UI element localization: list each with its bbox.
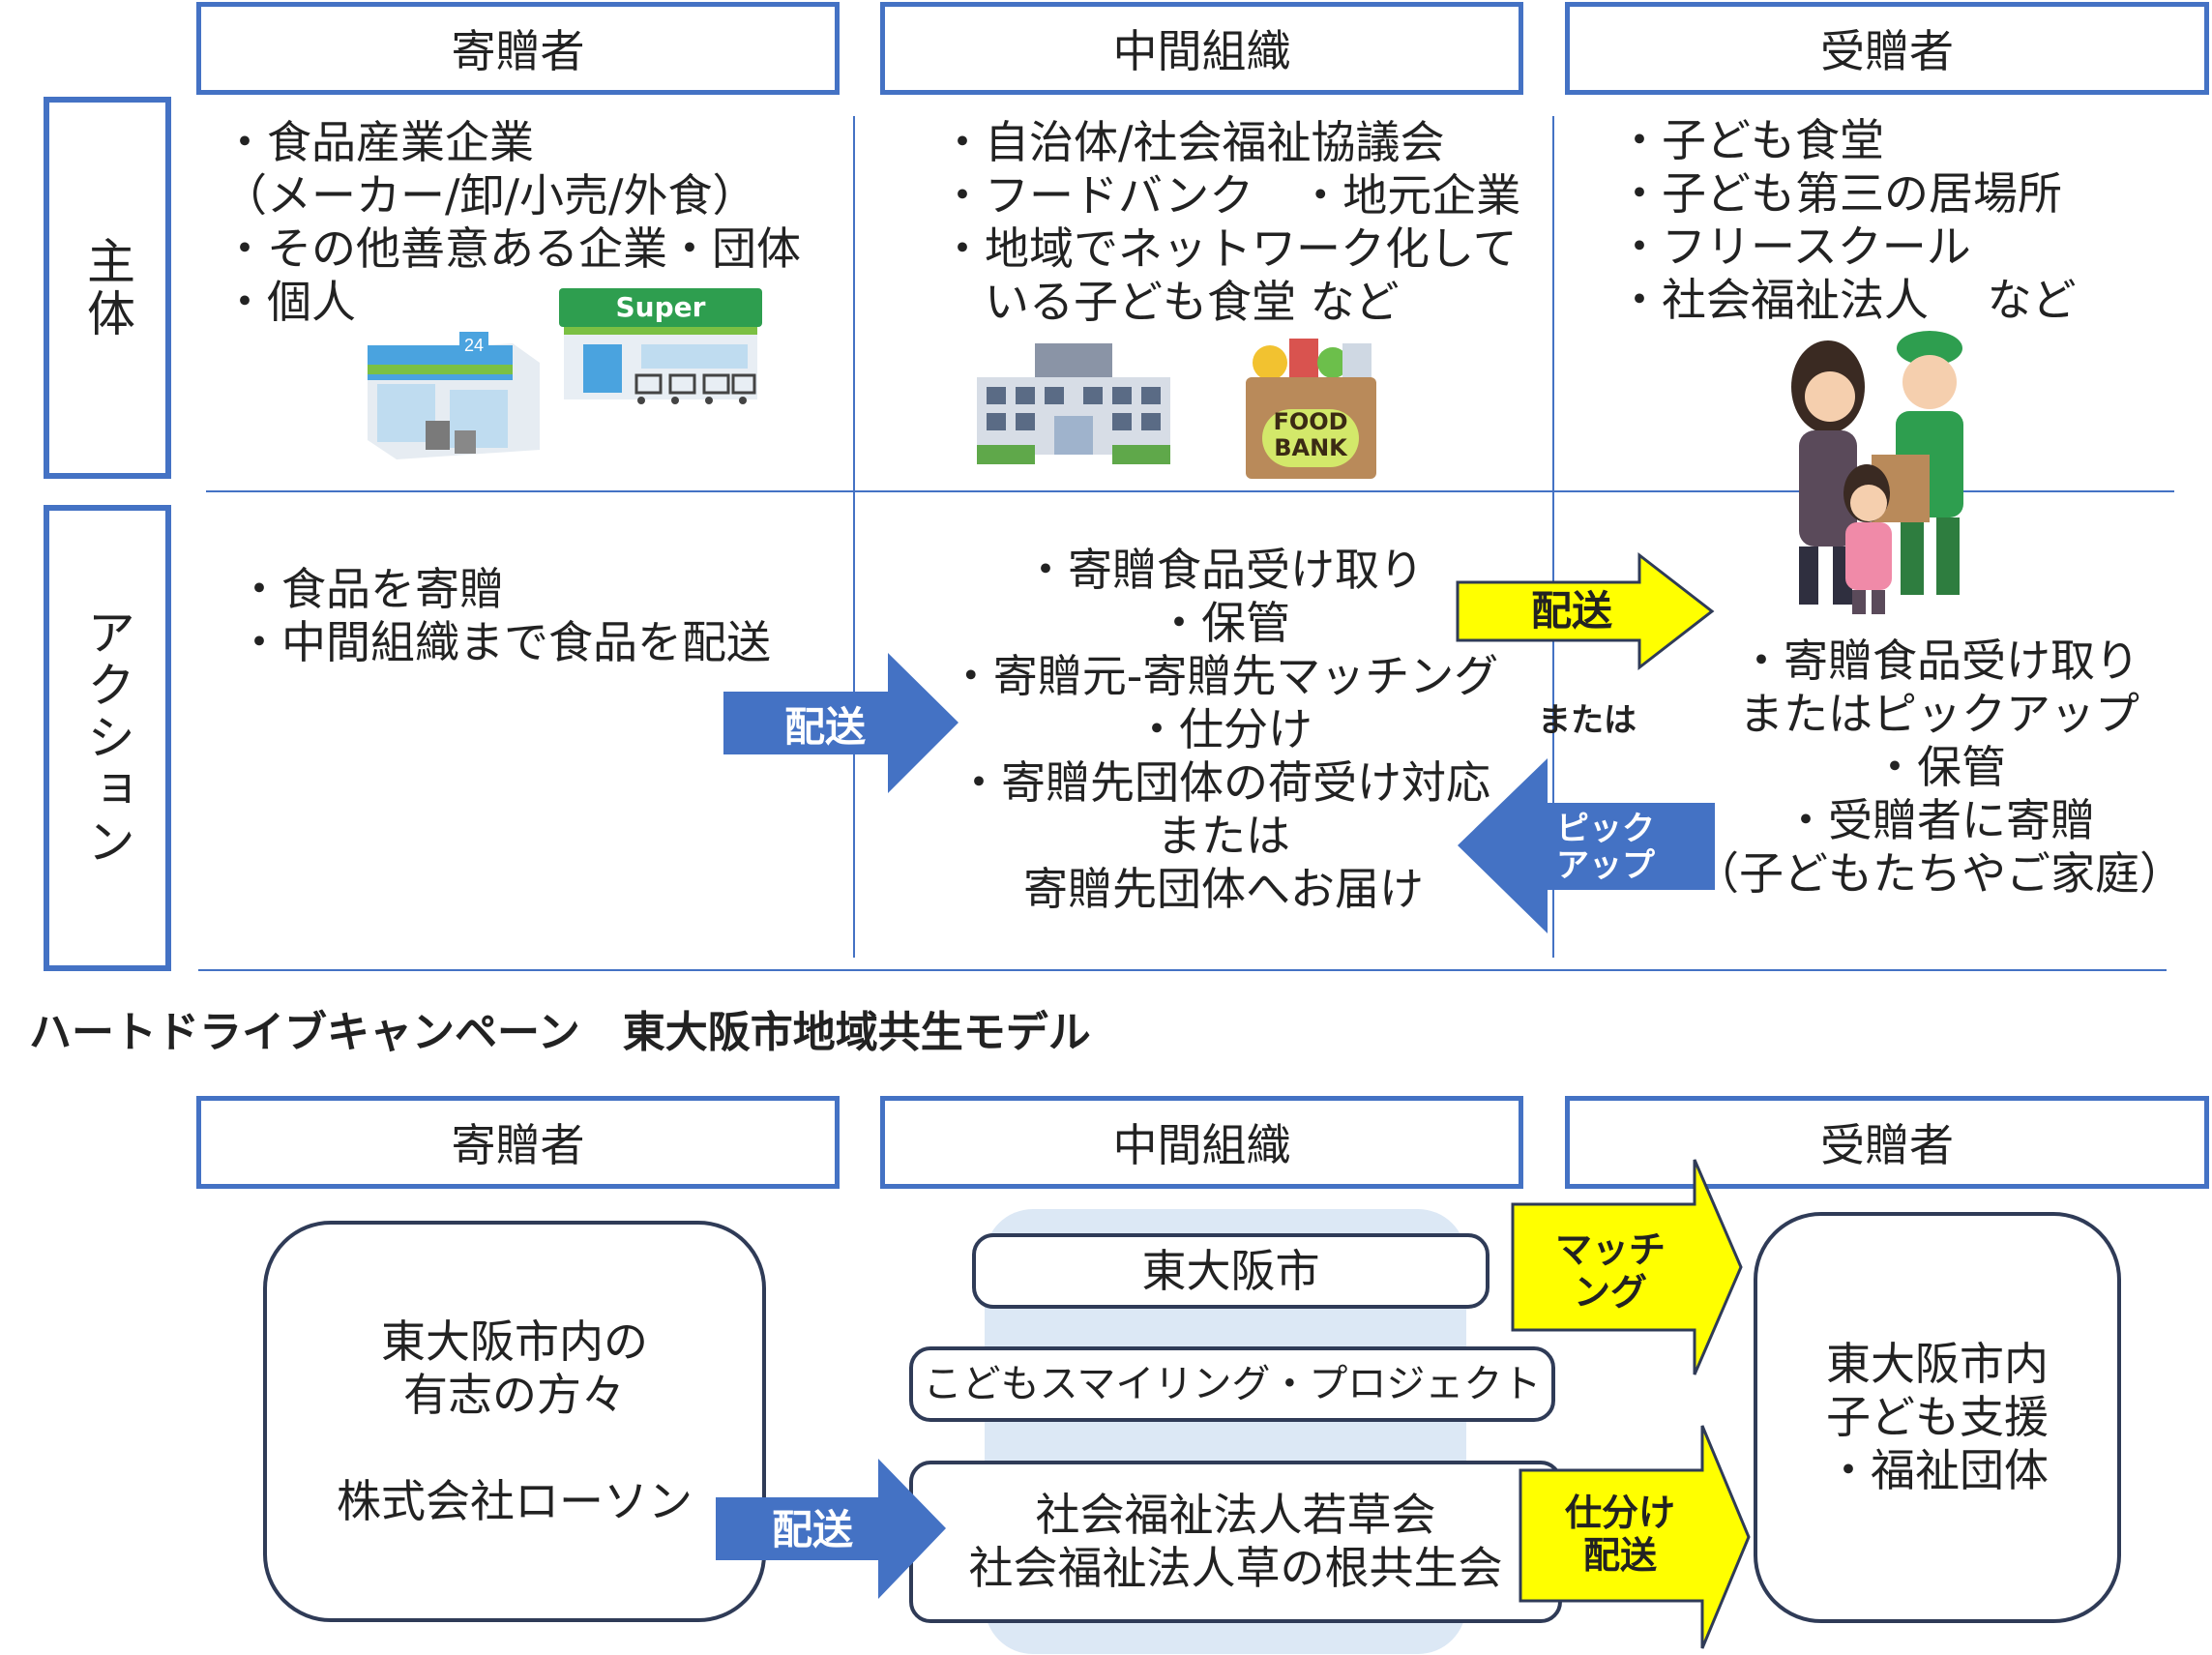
row-label-action-text: アクション — [79, 607, 135, 869]
header-recipient-label: 受贈者 — [1820, 25, 1954, 77]
or-label: または — [1538, 701, 1637, 740]
recipient-box-text: 東大阪市内 子ども支援 ・福祉団体 — [1826, 1338, 2049, 1496]
donor-box: 東大阪市内の 有志の方々 株式会社ローソン — [263, 1221, 766, 1622]
people-handover-icon — [1791, 331, 1963, 614]
sort-deliver-arrow — [1519, 1425, 1751, 1649]
delivery-arrow-2-label: 配送 — [1530, 587, 1612, 635]
action-recipient-text: ・寄贈食品受け取り またはピックアップ ・保管 ・受贈者に寄贈 （子どもたちやご… — [1695, 635, 2184, 900]
subject-intermediary-text: ・自治体/社会福祉協議会 ・フードバンク ・地元企業 ・地域でネットワーク化して… — [940, 116, 1521, 328]
divider-v-1 — [853, 116, 855, 958]
bottom-header-donor: 寄贈者 — [196, 1096, 840, 1189]
subject-recipient-text: ・子ども食堂 ・子ども第三の居場所 ・フリースクール ・社会福祉法人 など — [1617, 114, 2077, 326]
city-box: 東大阪市 — [972, 1233, 1489, 1309]
action-intermediary-text: ・寄贈食品受け取り ・保管 ・寄贈元-寄贈先マッチング ・仕分け ・寄贈先団体の… — [948, 544, 1499, 915]
delivery-arrow-1-label: 配送 — [783, 703, 866, 751]
delivery-arrow-1 — [723, 653, 959, 793]
city-box-text: 東大阪市 — [1141, 1244, 1320, 1297]
pickup-arrow-label: ピック アップ — [1556, 810, 1655, 885]
recipient-box: 東大阪市内 子ども支援 ・福祉団体 — [1754, 1212, 2121, 1623]
header-intermediary-label: 中間組織 — [1112, 25, 1291, 77]
divider-v-2 — [1552, 116, 1554, 958]
welfare-box: 社会福祉法人若草会 社会福祉法人草の根共生会 — [909, 1461, 1562, 1623]
food-bank-illustration: FOOD BANK — [1241, 334, 1381, 479]
bottom-header-intermediary-label: 中間組織 — [1112, 1119, 1291, 1171]
header-donor: 寄贈者 — [196, 2, 840, 95]
supermarket-illustration: Super Market — [559, 288, 762, 409]
row-label-action: アクション — [44, 505, 171, 971]
bottom-title: ハートドライブキャンペーン 東大阪市地域共生モデル — [29, 1008, 1091, 1057]
project-box-text: こどもスマイリング・プロジェクト — [923, 1361, 1542, 1406]
delivery-arrow-2 — [1456, 551, 1715, 671]
row-label-subject: 主体 — [44, 97, 171, 479]
divider-h-2 — [198, 969, 2167, 971]
bottom-delivery-arrow — [716, 1459, 946, 1599]
office-building-icon — [977, 343, 1170, 464]
matching-arrow-label: マッチ ング — [1554, 1228, 1666, 1314]
row-label-subject-text: 主体 — [79, 235, 135, 340]
project-box: こどもスマイリング・プロジェクト — [909, 1346, 1555, 1422]
header-donor-label: 寄贈者 — [451, 25, 585, 77]
sort-deliver-arrow-label: 仕分け 配送 — [1564, 1492, 1675, 1577]
supermarket-sign: Super Market — [559, 288, 762, 362]
matching-arrow — [1511, 1159, 1743, 1375]
donor-box-text: 東大阪市内の 有志の方々 株式会社ローソン — [337, 1315, 693, 1527]
header-recipient: 受贈者 — [1565, 2, 2209, 95]
store-number-label: 24 — [464, 336, 484, 355]
convenience-store-icon: 24 — [368, 332, 540, 459]
action-donor-text: ・食品を寄贈 ・中間組織まで食品を配送 — [237, 563, 771, 668]
food-bank-label: FOOD BANK — [1262, 409, 1359, 467]
bottom-header-recipient: 受贈者 — [1565, 1096, 2209, 1189]
bottom-header-recipient-label: 受贈者 — [1820, 1119, 1954, 1171]
bottom-delivery-arrow-label: 配送 — [771, 1506, 853, 1553]
bottom-header-intermediary: 中間組織 — [880, 1096, 1523, 1189]
header-intermediary: 中間組織 — [880, 2, 1523, 95]
subject-donor-text: ・食品産業企業 （メーカー/卸/小売/外食） ・その他善意ある企業・団体 ・個人 — [222, 116, 801, 328]
pickup-arrow — [1458, 758, 1715, 933]
welfare-box-text: 社会福祉法人若草会 社会福祉法人草の根共生会 — [968, 1489, 1503, 1594]
bottom-header-donor-label: 寄贈者 — [451, 1119, 585, 1171]
divider-h-1 — [206, 490, 2174, 492]
